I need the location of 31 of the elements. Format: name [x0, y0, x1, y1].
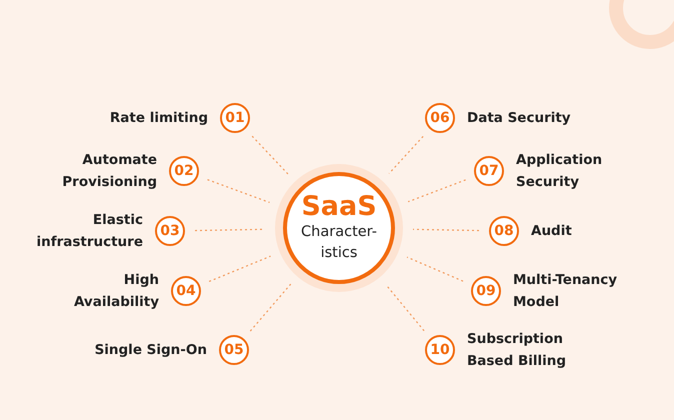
number-label: 02 [174, 163, 194, 179]
dotted-connector [250, 284, 292, 332]
dotted-connector [406, 256, 464, 282]
dotted-connector [252, 136, 289, 175]
characteristic-label: Elastic infrastructure [35, 211, 143, 252]
characteristic-label: Rate limiting [108, 109, 208, 128]
number-label: 05 [224, 342, 244, 358]
dotted-connector [388, 136, 424, 174]
characteristic-label: Multi-Tenancy Model [513, 271, 618, 312]
center-title: SaaS [301, 192, 377, 222]
number-label: 03 [160, 223, 180, 239]
characteristic-label: High Availability [72, 271, 159, 312]
characteristic-label: Single Sign-On [94, 341, 207, 360]
dotted-connector [408, 179, 466, 202]
number-label: 10 [430, 342, 450, 358]
characteristic-label: Subscription Based Billing [467, 330, 568, 371]
dotted-connector [412, 228, 480, 232]
dotted-connector [207, 179, 270, 204]
characteristic-label: Audit [531, 222, 573, 241]
characteristic-label: Application Security [516, 151, 604, 192]
center-subtitle: Character-istics [300, 223, 378, 263]
number-label: 01 [225, 110, 245, 126]
characteristic-label: Data Security [467, 109, 572, 128]
number-label: 07 [479, 163, 499, 179]
characteristic-label: Automate Provisioning [61, 151, 157, 192]
number-label: 06 [430, 110, 450, 126]
dotted-connector [386, 284, 425, 332]
number-label: 09 [476, 283, 496, 299]
number-label: 08 [494, 223, 514, 239]
dotted-connector [208, 256, 271, 282]
number-label: 04 [176, 283, 196, 299]
